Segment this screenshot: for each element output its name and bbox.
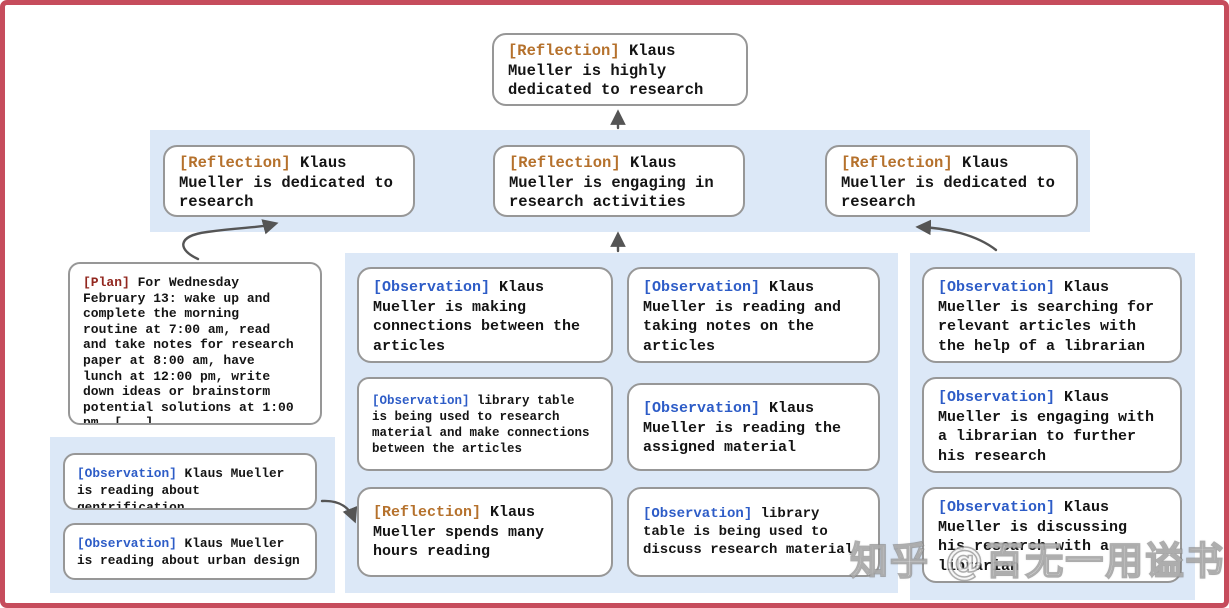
node-tag: [Plan]: [83, 275, 130, 290]
node-obs-library-table-research: [Observation] library table is being use…: [357, 377, 613, 471]
node-obs-gentrification: [Observation] Klaus Mueller is reading a…: [63, 453, 317, 510]
node-tag: [Observation]: [373, 279, 491, 296]
node-text: Klaus Mueller is reading the assigned ma…: [643, 400, 842, 456]
node-text: Klaus Mueller is searching for relevant …: [938, 279, 1155, 355]
node-tag: [Observation]: [643, 279, 761, 296]
node-tag: [Observation]: [372, 394, 470, 408]
node-obs-discussing-research: [Observation] Klaus Mueller is discussin…: [922, 487, 1182, 583]
node-text: library table is being used to research …: [372, 394, 590, 456]
node-tag: [Observation]: [77, 536, 177, 551]
node-tag: [Observation]: [77, 466, 177, 481]
node-tag: [Reflection]: [179, 154, 291, 172]
node-text: Klaus Mueller is highly dedicated to res…: [508, 42, 704, 99]
node-text: Klaus Mueller is dedicated to research: [179, 154, 393, 211]
node-tag: [Reflection]: [509, 154, 621, 172]
node-reflection-right: [Reflection] Klaus Mueller is dedicated …: [825, 145, 1078, 217]
node-text: Klaus Mueller is reading about urban des…: [77, 536, 300, 568]
node-reflection-left: [Reflection] Klaus Mueller is dedicated …: [163, 145, 415, 217]
node-tag: [Reflection]: [841, 154, 953, 172]
node-tag: [Observation]: [938, 499, 1056, 516]
node-obs-engaging-librarian: [Observation] Klaus Mueller is engaging …: [922, 377, 1182, 473]
node-text: For Wednesday February 13: wake up and c…: [83, 275, 294, 425]
node-plan: [Plan] For Wednesday February 13: wake u…: [68, 262, 322, 425]
node-tag: [Reflection]: [508, 42, 620, 60]
node-text: Klaus Mueller is dedicated to research: [841, 154, 1055, 211]
node-reflection-spends-hours: [Reflection] Klaus Mueller spends many h…: [357, 487, 613, 577]
node-text: Klaus Mueller is reading and taking note…: [643, 279, 842, 355]
node-tag: [Observation]: [938, 389, 1056, 406]
watermark: 知乎 @百无一用谥书生: [849, 538, 1229, 584]
node-obs-library-table-discuss: [Observation] library table is being use…: [627, 487, 880, 577]
node-text: Klaus Mueller is discussing his research…: [938, 499, 1128, 575]
node-reflection-middle: [Reflection] Klaus Mueller is engaging i…: [493, 145, 745, 217]
node-text: library table is being used to discuss r…: [643, 506, 854, 558]
node-tag: [Observation]: [938, 279, 1056, 296]
node-obs-taking-notes: [Observation] Klaus Mueller is reading a…: [627, 267, 880, 363]
node-root-reflection: [Reflection] Klaus Mueller is highly ded…: [492, 33, 748, 106]
node-obs-urban-design: [Observation] Klaus Mueller is reading a…: [63, 523, 317, 580]
node-text: Klaus Mueller is engaging with a librari…: [938, 389, 1155, 465]
node-tag: [Reflection]: [373, 504, 482, 521]
node-obs-assigned-material: [Observation] Klaus Mueller is reading t…: [627, 383, 880, 471]
node-text: Klaus Mueller is making connections betw…: [373, 279, 581, 355]
node-obs-searching-articles: [Observation] Klaus Mueller is searching…: [922, 267, 1182, 363]
node-text: Klaus Mueller is engaging in research ac…: [509, 154, 714, 211]
node-text: Klaus Mueller spends many hours reading: [373, 504, 545, 560]
node-tag: [Observation]: [643, 400, 761, 417]
node-tag: [Observation]: [643, 506, 753, 522]
node-text: Klaus Mueller is reading about gentrific…: [77, 466, 285, 510]
node-obs-making-connections: [Observation] Klaus Mueller is making co…: [357, 267, 613, 363]
